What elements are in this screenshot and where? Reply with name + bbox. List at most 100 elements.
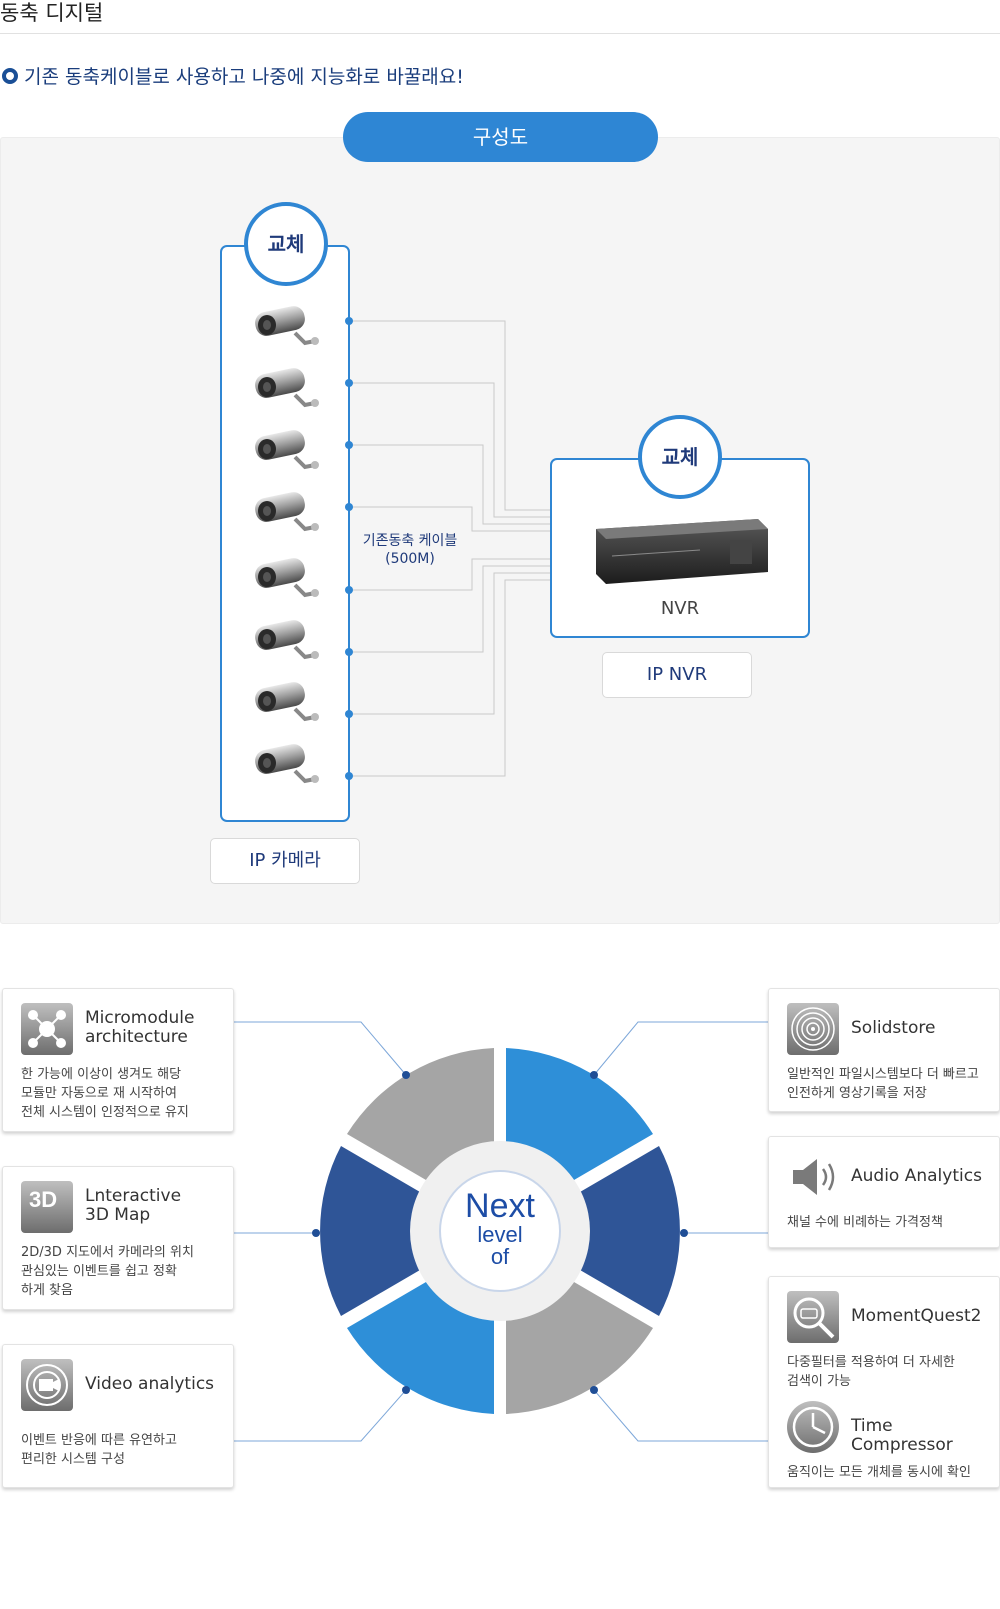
map-3d-icon: 3D bbox=[21, 1181, 73, 1233]
nvr-device-label: NVR bbox=[660, 598, 700, 619]
camera-icon-2 bbox=[255, 368, 319, 408]
hub-text-line2: level bbox=[477, 1222, 523, 1247]
wheel-segment-top-right bbox=[506, 1048, 653, 1180]
cable-lines bbox=[350, 320, 550, 777]
time-desc-line1: 움직이는 모든 개체를 동시에 확인 bbox=[787, 1465, 971, 1480]
micromodule-title: Micromodule architecture bbox=[85, 1009, 194, 1047]
map3d-title-line2: 3D Map bbox=[85, 1205, 151, 1225]
connection-dot-2 bbox=[345, 379, 353, 387]
wheel-segment-left bbox=[320, 1146, 420, 1316]
camera-group-box bbox=[220, 245, 350, 822]
feature-card-3d-map: 3D Lnteractive 3D Map 2D/3D 지도에서 카메라의 위치… bbox=[2, 1166, 234, 1310]
page-title: 동축 디지털 bbox=[0, 1, 104, 25]
solidstore-icon bbox=[787, 1003, 839, 1055]
feature-connectors bbox=[232, 1021, 768, 1442]
nvr-caption: IP NVR bbox=[602, 652, 752, 698]
wheel-segment-bottom-right bbox=[506, 1282, 653, 1414]
wheel-dot-6 bbox=[590, 1386, 598, 1394]
micromodule-title-line2: architecture bbox=[85, 1027, 188, 1047]
camera-caption: IP 카메라 bbox=[210, 838, 360, 884]
audio-title: Audio Analytics bbox=[851, 1166, 982, 1186]
wheel-dot-4 bbox=[590, 1071, 598, 1079]
video-desc: 이벤트 반응에 따른 유연하고 편리한 시스템 구성 bbox=[21, 1431, 177, 1469]
connection-dot-5 bbox=[345, 586, 353, 594]
momentquest-icon bbox=[787, 1291, 839, 1343]
map3d-desc-line2: 관심있는 이벤트를 쉽고 정확 bbox=[21, 1264, 177, 1279]
connection-dot-8 bbox=[345, 772, 353, 780]
wheel-segment-bottom-left bbox=[347, 1282, 494, 1414]
connector-micromodule bbox=[232, 1021, 407, 1076]
camera-icon-6 bbox=[255, 620, 319, 660]
micromodule-title-line1: Micromodule bbox=[85, 1008, 195, 1028]
camera-icon-1 bbox=[255, 306, 319, 346]
connection-dot-7 bbox=[345, 710, 353, 718]
video-desc-line2: 편리한 시스템 구성 bbox=[21, 1452, 125, 1467]
title-divider bbox=[0, 33, 1000, 34]
solidstore-desc-line2: 인전하게 영상기록을 저장 bbox=[787, 1086, 927, 1101]
camera-replace-badge: 교체 bbox=[244, 202, 328, 286]
cable-line-7 bbox=[350, 572, 550, 715]
time-desc: 움직이는 모든 개체를 동시에 확인 bbox=[787, 1463, 971, 1482]
wheel-hub-ring bbox=[439, 1170, 561, 1292]
speaker-icon bbox=[787, 1151, 839, 1203]
wheel-hub-text: Next level of bbox=[430, 1188, 570, 1268]
time-compressor-icon bbox=[787, 1401, 839, 1453]
feature-card-micromodule: Micromodule architecture 한 가능에 이상이 생겨도 해… bbox=[2, 988, 234, 1132]
wheel-segment-right bbox=[580, 1146, 680, 1316]
subheading-text: 기존 동축케이블로 사용하고 나중에 지능화로 바꿀래요! bbox=[24, 66, 464, 88]
wheel-dot-3 bbox=[402, 1386, 410, 1394]
cable-label-line2: (500M) bbox=[385, 551, 435, 567]
camera-icon-5 bbox=[255, 558, 319, 598]
video-desc-line1: 이벤트 반응에 따른 유연하고 bbox=[21, 1433, 177, 1448]
micromodule-desc: 한 가능에 이상이 생겨도 해당 모듈만 자동으로 재 시작하여 전체 시스템이… bbox=[21, 1065, 189, 1122]
nvr-replace-badge: 교체 bbox=[638, 415, 722, 499]
cable-label-line1: 기존동축 케이블 bbox=[362, 533, 458, 549]
cable-line-8 bbox=[350, 579, 550, 777]
camera-icon-4 bbox=[255, 492, 319, 532]
video-title: Video analytics bbox=[85, 1374, 215, 1394]
feature-card-video-analytics: Video analytics 이벤트 반응에 따른 유연하고 편리한 시스템 … bbox=[2, 1344, 234, 1488]
wheel-dot-2 bbox=[312, 1229, 320, 1237]
hub-text-line3: of bbox=[490, 1244, 510, 1269]
connector-video bbox=[232, 1389, 407, 1442]
wheel-dot-5 bbox=[680, 1229, 688, 1237]
micromodule-desc-line1: 한 가능에 이상이 생겨도 해당 bbox=[21, 1067, 182, 1082]
connection-dot-4 bbox=[345, 503, 353, 511]
subheading: 기존 동축케이블로 사용하고 나중에 지능화로 바꿀래요! bbox=[2, 62, 464, 89]
map3d-desc-line1: 2D/3D 지도에서 카메라의 위치 bbox=[21, 1245, 194, 1260]
cable-line-2 bbox=[350, 382, 550, 518]
moment-desc: 다중필터를 적용하여 더 자세한 검색이 가능 bbox=[787, 1353, 955, 1391]
connection-dots bbox=[345, 317, 353, 780]
connector-solidstore bbox=[593, 1021, 768, 1076]
wheel-dot-1 bbox=[402, 1071, 410, 1079]
solidstore-desc: 일반적인 파일시스템보다 더 빠르고 인전하게 영상기록을 저장 bbox=[787, 1065, 979, 1103]
audio-desc-line1: 채널 수에 비례하는 가격정책 bbox=[787, 1215, 943, 1230]
section-title: 구성도 bbox=[343, 112, 658, 162]
micromodule-icon bbox=[21, 1003, 73, 1055]
cable-line-5 bbox=[350, 558, 550, 591]
moment-desc-line2: 검색이 가능 bbox=[787, 1374, 851, 1389]
micromodule-desc-line2: 모듈만 자동으로 재 시작하여 bbox=[21, 1086, 177, 1101]
map3d-title-line1: Lnteractive bbox=[85, 1186, 182, 1206]
wheel-dots bbox=[312, 1071, 688, 1394]
time-title: Time Compressor bbox=[851, 1416, 953, 1455]
solidstore-title: Solidstore bbox=[851, 1018, 936, 1038]
bullet-ring-icon bbox=[2, 67, 18, 84]
camera-icon-7 bbox=[255, 682, 319, 722]
solidstore-desc-line1: 일반적인 파일시스템보다 더 빠르고 bbox=[787, 1067, 979, 1082]
audio-desc: 채널 수에 비례하는 가격정책 bbox=[787, 1213, 943, 1232]
connection-dot-6 bbox=[345, 648, 353, 656]
map3d-desc: 2D/3D 지도에서 카메라의 위치 관심있는 이벤트를 쉽고 정확 하게 찾음 bbox=[21, 1243, 194, 1300]
micromodule-desc-line3: 전체 시스템이 인정적으로 유지 bbox=[21, 1105, 189, 1120]
cable-line-6 bbox=[350, 565, 550, 653]
cable-label: 기존동축 케이블 (500M) bbox=[355, 532, 465, 568]
nvr-device-icon bbox=[596, 519, 768, 584]
connector-moment bbox=[593, 1389, 768, 1442]
map-3d-icon-text: 3D bbox=[29, 1187, 58, 1212]
moment-title: MomentQuest2 bbox=[851, 1306, 982, 1326]
feature-card-solidstore: Solidstore 일반적인 파일시스템보다 더 빠르고 인전하게 영상기록을… bbox=[768, 988, 1000, 1112]
hub-text-line1: Next bbox=[465, 1187, 535, 1225]
cable-line-3 bbox=[350, 444, 550, 525]
